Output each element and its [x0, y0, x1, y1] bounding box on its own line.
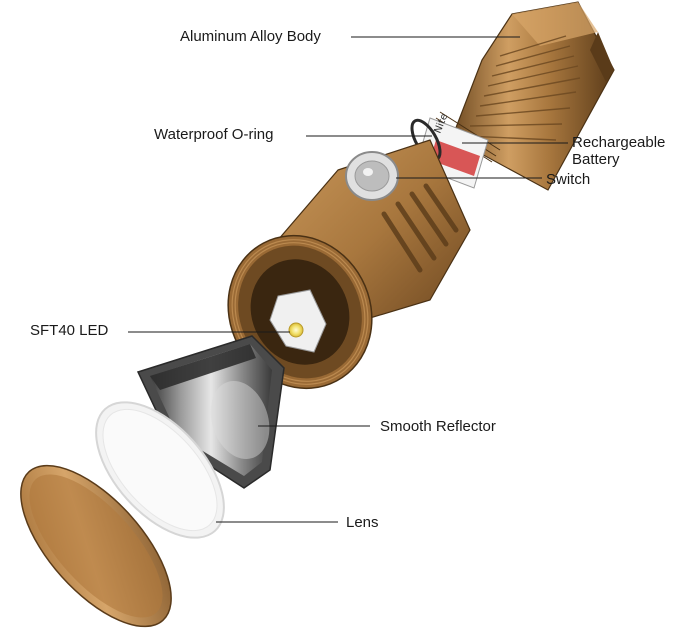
side-switch-icon	[345, 151, 399, 201]
label-rechargeable: Rechargeable	[572, 134, 666, 151]
label-lens: Lens	[346, 514, 379, 531]
label-switch: Switch	[546, 171, 591, 188]
label-battery: Battery	[572, 151, 620, 168]
leader-lines	[128, 36, 568, 523]
bezel-ring-icon	[20, 464, 172, 628]
label-sft40-led: SFT40 LED	[30, 322, 109, 339]
label-waterproof-o-ring: Waterproof O-ring	[154, 126, 274, 143]
label-smooth-reflector: Smooth Reflector	[380, 418, 496, 435]
label-aluminum-alloy-body: Aluminum Alloy Body	[180, 28, 321, 45]
led-emitter-icon	[269, 289, 327, 353]
reflector-cone-icon	[136, 335, 285, 489]
lens-disc-icon	[95, 401, 225, 539]
